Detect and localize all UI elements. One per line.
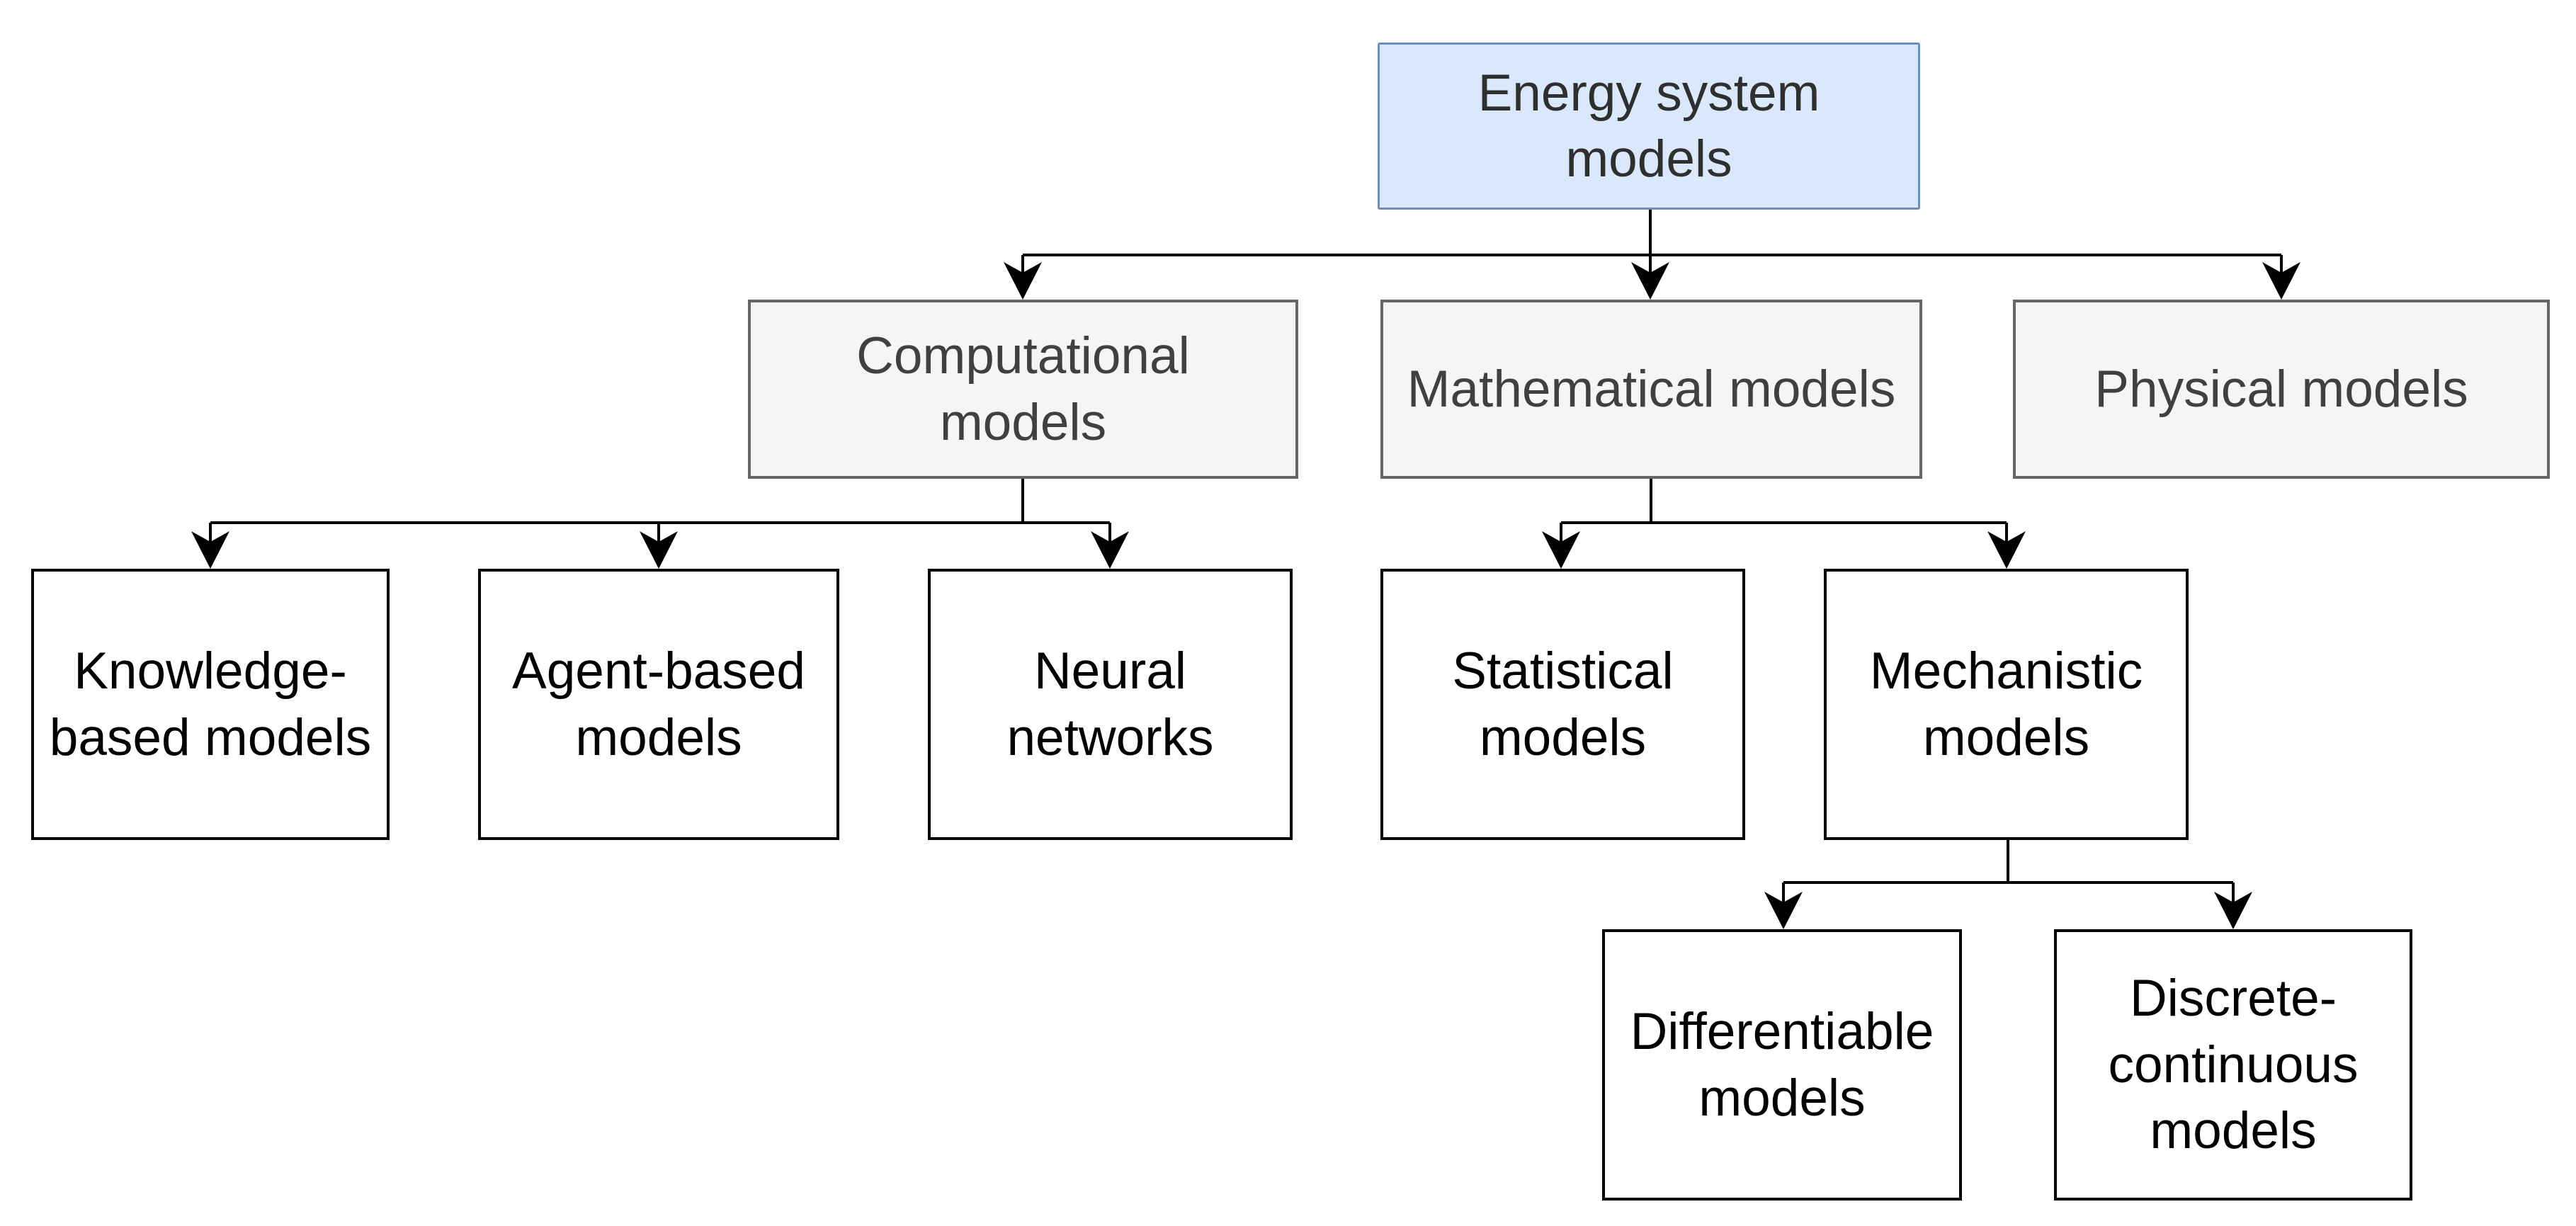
node-neural-networks: Neural networks bbox=[928, 569, 1293, 840]
edge-lines bbox=[1560, 479, 2008, 543]
node-discrete-continuous-models: Discrete- continuous models bbox=[2054, 929, 2412, 1201]
edge-arrowhead bbox=[640, 531, 678, 569]
node-knowledge-based-models: Knowledge- based models bbox=[31, 569, 390, 840]
edge-lines bbox=[209, 479, 1111, 543]
edges-from-mathematical-models bbox=[1542, 479, 2026, 569]
node-differentiable-models: Differentiable models bbox=[1602, 929, 1962, 1201]
edge-arrowhead bbox=[1091, 531, 1129, 569]
edges-from-energy-system-models bbox=[1004, 210, 2300, 300]
edge-arrowhead bbox=[2214, 892, 2252, 929]
edge-lines bbox=[1021, 210, 2283, 274]
edge-arrowhead bbox=[1987, 531, 2026, 569]
edge-arrowhead bbox=[2262, 262, 2300, 300]
edges-from-mechanistic-models bbox=[1764, 840, 2252, 929]
node-physical-models: Physical models bbox=[2013, 300, 2550, 479]
edge-arrowhead bbox=[1542, 531, 1580, 569]
edges-from-computational-models bbox=[191, 479, 1129, 569]
node-energy-system-models: Energy system models bbox=[1378, 42, 1920, 210]
edge-arrowhead bbox=[191, 531, 229, 569]
edge-arrowhead bbox=[1764, 892, 1803, 929]
node-agent-based-models: Agent-based models bbox=[478, 569, 839, 840]
edge-lines bbox=[1782, 840, 2235, 904]
node-computational-models: Computational models bbox=[748, 300, 1298, 479]
node-mathematical-models: Mathematical models bbox=[1380, 300, 1922, 479]
node-mechanistic-models: Mechanistic models bbox=[1824, 569, 2189, 840]
node-statistical-models: Statistical models bbox=[1380, 569, 1745, 840]
edge-arrowhead bbox=[1631, 262, 1669, 300]
edge-arrowhead bbox=[1004, 262, 1042, 300]
